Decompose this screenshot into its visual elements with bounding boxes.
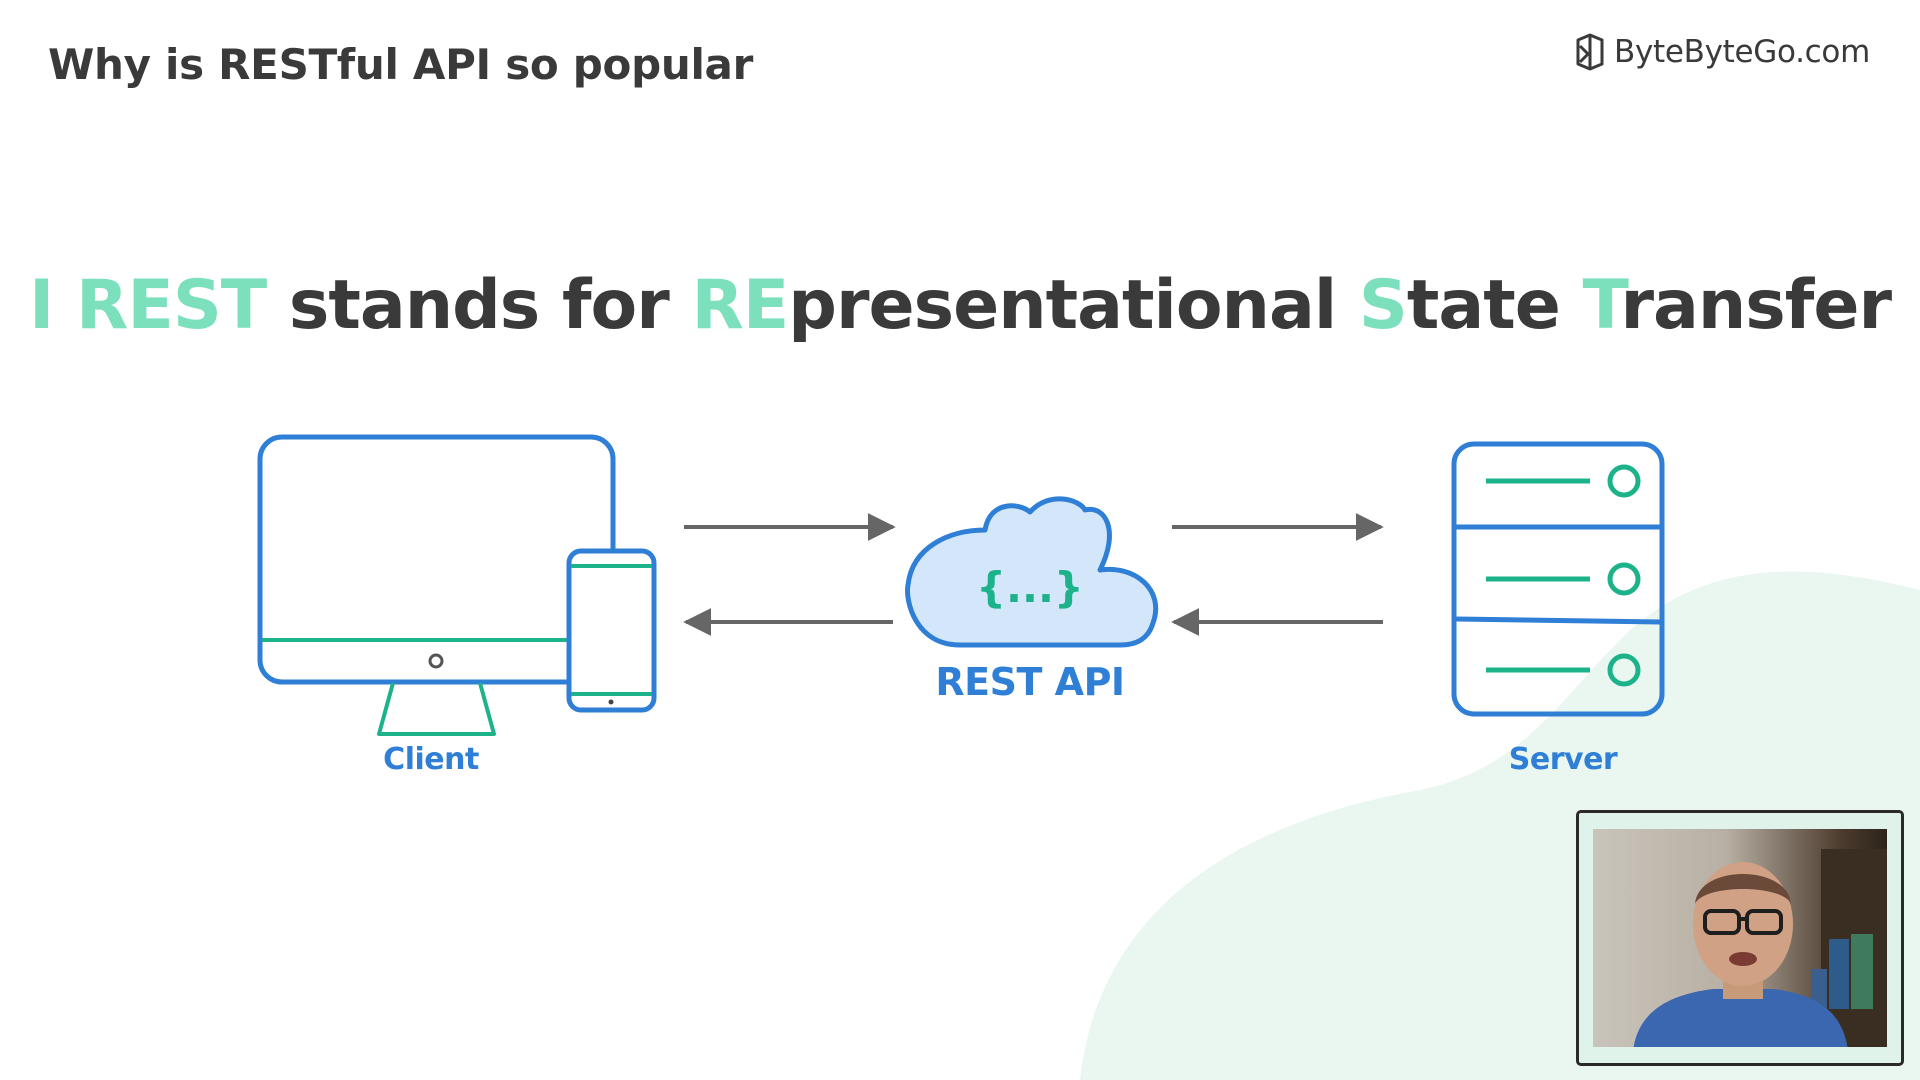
- brand[interactable]: ByteByteGo.com: [1574, 32, 1870, 72]
- headline-rest: REST: [76, 266, 267, 345]
- headline-t: T: [1582, 266, 1622, 345]
- headline-mid: stands for: [266, 266, 692, 345]
- server-label: Server: [1508, 742, 1618, 777]
- brand-name: ByteByteGo.com: [1614, 34, 1870, 70]
- presenter-video-frame: [1593, 829, 1887, 1047]
- headline: I REST stands for REpresentational State…: [0, 266, 1920, 345]
- api-label: REST API: [935, 660, 1125, 704]
- headline-s-rest: tate: [1406, 266, 1583, 345]
- headline-s: S: [1358, 266, 1408, 345]
- client-label: Client: [383, 742, 479, 777]
- api-glyph: {...}: [976, 563, 1084, 612]
- server-rack-icon: [1451, 441, 1665, 717]
- cloud-icon: [905, 496, 1159, 648]
- headline-bar: I: [29, 266, 54, 345]
- bytebytego-logo-icon: [1576, 33, 1604, 71]
- headline-re-rest: presentational: [788, 266, 1359, 345]
- presenter-video[interactable]: [1576, 810, 1904, 1066]
- desktop-and-phone-icon: [257, 434, 657, 736]
- headline-t-rest: ransfer: [1620, 266, 1892, 345]
- slide-title: Why is RESTful API so popular: [48, 40, 754, 89]
- presenter-avatar: [1633, 849, 1887, 1047]
- headline-re: RE: [691, 266, 789, 345]
